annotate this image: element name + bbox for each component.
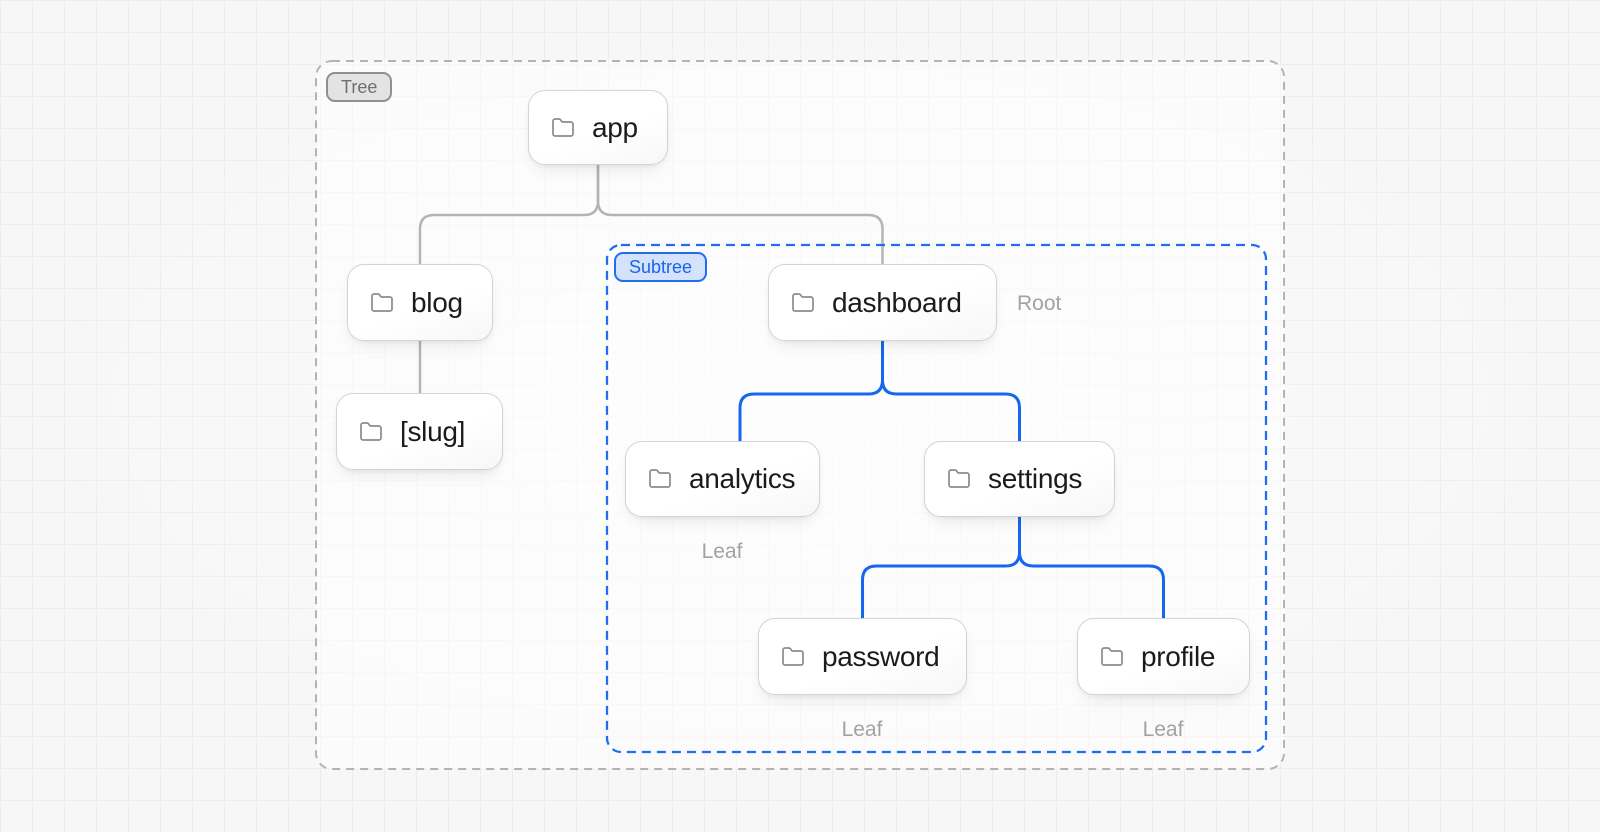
tree-badge: Tree: [326, 72, 393, 102]
annotation-root: Root: [1017, 292, 1062, 315]
node-label: password: [822, 640, 940, 672]
node-label: app: [592, 111, 638, 143]
node-label: blog: [411, 286, 463, 318]
node-profile: profile: [1077, 618, 1250, 695]
node-slug: [slug]: [336, 393, 503, 470]
subtree-badge: Subtree: [614, 252, 708, 282]
tree-group-border: [315, 60, 1285, 770]
node-app: app: [528, 90, 668, 165]
folder-icon: [1101, 646, 1123, 666]
node-password: password: [758, 618, 967, 695]
annotation-leaf-password: Leaf: [841, 718, 883, 741]
node-label: profile: [1141, 640, 1216, 672]
folder-icon: [792, 292, 814, 312]
node-dashboard: dashboard: [768, 264, 997, 341]
node-label: dashboard: [832, 286, 962, 318]
node-blog: blog: [347, 264, 493, 341]
node-settings: settings: [924, 441, 1115, 517]
node-label: settings: [988, 463, 1083, 494]
node-label: [slug]: [400, 415, 466, 447]
node-label: analytics: [689, 463, 796, 494]
annotation-leaf-profile: Leaf: [1142, 718, 1184, 741]
edge-app-dashboard: [596, 165, 884, 264]
edge-app-blog: [418, 165, 600, 264]
folder-icon: [649, 469, 671, 488]
subtree-group-border: [605, 243, 1268, 754]
folder-icon: [371, 292, 393, 312]
folder-icon: [552, 117, 574, 137]
folder-icon: [360, 421, 382, 441]
edge-dashboard-settings: [881, 341, 1021, 441]
node-analytics: analytics: [625, 441, 820, 517]
folder-icon: [948, 469, 970, 488]
folder-icon: [782, 646, 804, 666]
edge-settings-profile: [1018, 517, 1165, 618]
annotation-leaf-analytics: Leaf: [701, 540, 743, 563]
